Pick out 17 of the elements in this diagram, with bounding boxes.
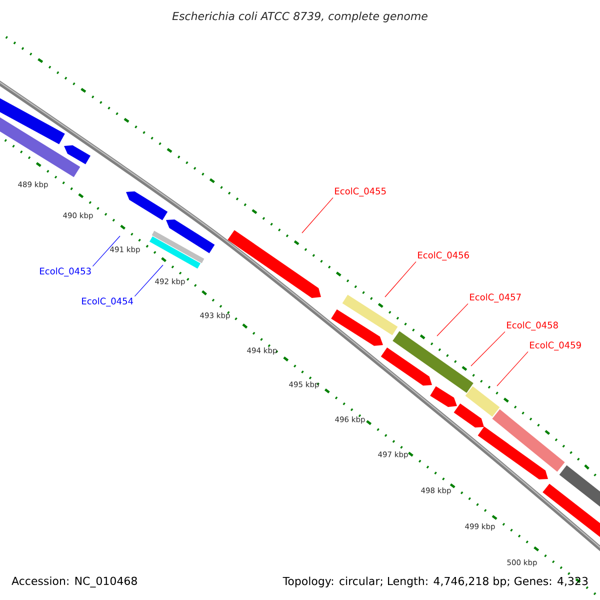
leader-line [302, 197, 334, 234]
leader-line [134, 264, 164, 297]
gene-label: EcolC_0455 [335, 188, 386, 196]
gene-label: EcolC_0458 [507, 322, 558, 330]
leader-line [436, 303, 468, 336]
leader-line [92, 236, 120, 267]
gene-label: EcolC_0459 [530, 342, 581, 350]
genome-info-text: Topology: circular; Length: 4,746,218 bp; Genes: 4,323 [282, 576, 588, 588]
gene-label: EcolC_0457 [470, 294, 521, 302]
gene-label: EcolC_0454 [82, 298, 134, 306]
title: Escherichia coli ATCC 8739, complete genome [172, 12, 428, 22]
leader-line [384, 261, 416, 298]
gene-label: EcolC_0456 [418, 252, 469, 260]
leader-line [470, 331, 506, 366]
leader-line [496, 351, 528, 386]
gene-label: EcolC_0453 [40, 268, 91, 276]
accession-text: Accession: NC_010468 [12, 576, 137, 588]
